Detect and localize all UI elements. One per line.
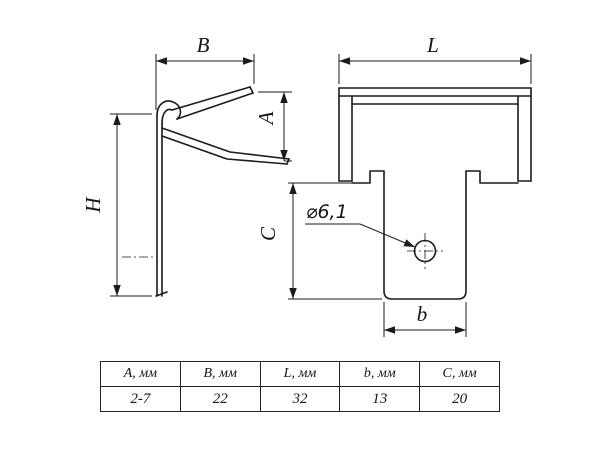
table-value-cell-C: 20 [419, 386, 500, 412]
table-header-row: A, мм B, мм L, мм b, мм C, мм [100, 361, 500, 387]
dim-label-B: B [197, 33, 210, 57]
front-view-dimensions: L C b ⌀6,1 [256, 33, 532, 337]
dim-label-H: H [81, 196, 105, 214]
table-header-cell-A: A, мм [100, 361, 181, 387]
table-value-cell-L: 32 [259, 386, 341, 412]
table-header-cell-C: C, мм [419, 361, 500, 387]
table-value-cell-B: 22 [179, 386, 261, 412]
table-value-cell-b: 13 [339, 386, 421, 412]
table-header-cell-b: b, мм [339, 361, 421, 387]
table-header-cell-L: L, мм [259, 361, 341, 387]
dimensions-table: A, мм B, мм L, мм b, мм C, мм 2-7 22 32 … [100, 361, 500, 412]
table-header-cell-B: B, мм [179, 361, 261, 387]
hole-leader-line [305, 223, 416, 248]
front-view [338, 87, 532, 300]
dim-label-L: L [426, 33, 439, 57]
dim-label-C: C [256, 226, 280, 241]
dim-label-A: A [254, 111, 278, 126]
table-value-cell-A: 2-7 [100, 386, 181, 412]
table-value-row: 2-7 22 32 13 20 [100, 386, 500, 412]
hole-diameter-label: ⌀6,1 [306, 201, 348, 223]
dim-label-b: b [417, 302, 428, 326]
side-view-dimensions: B A H [81, 33, 292, 297]
side-view [122, 86, 290, 297]
